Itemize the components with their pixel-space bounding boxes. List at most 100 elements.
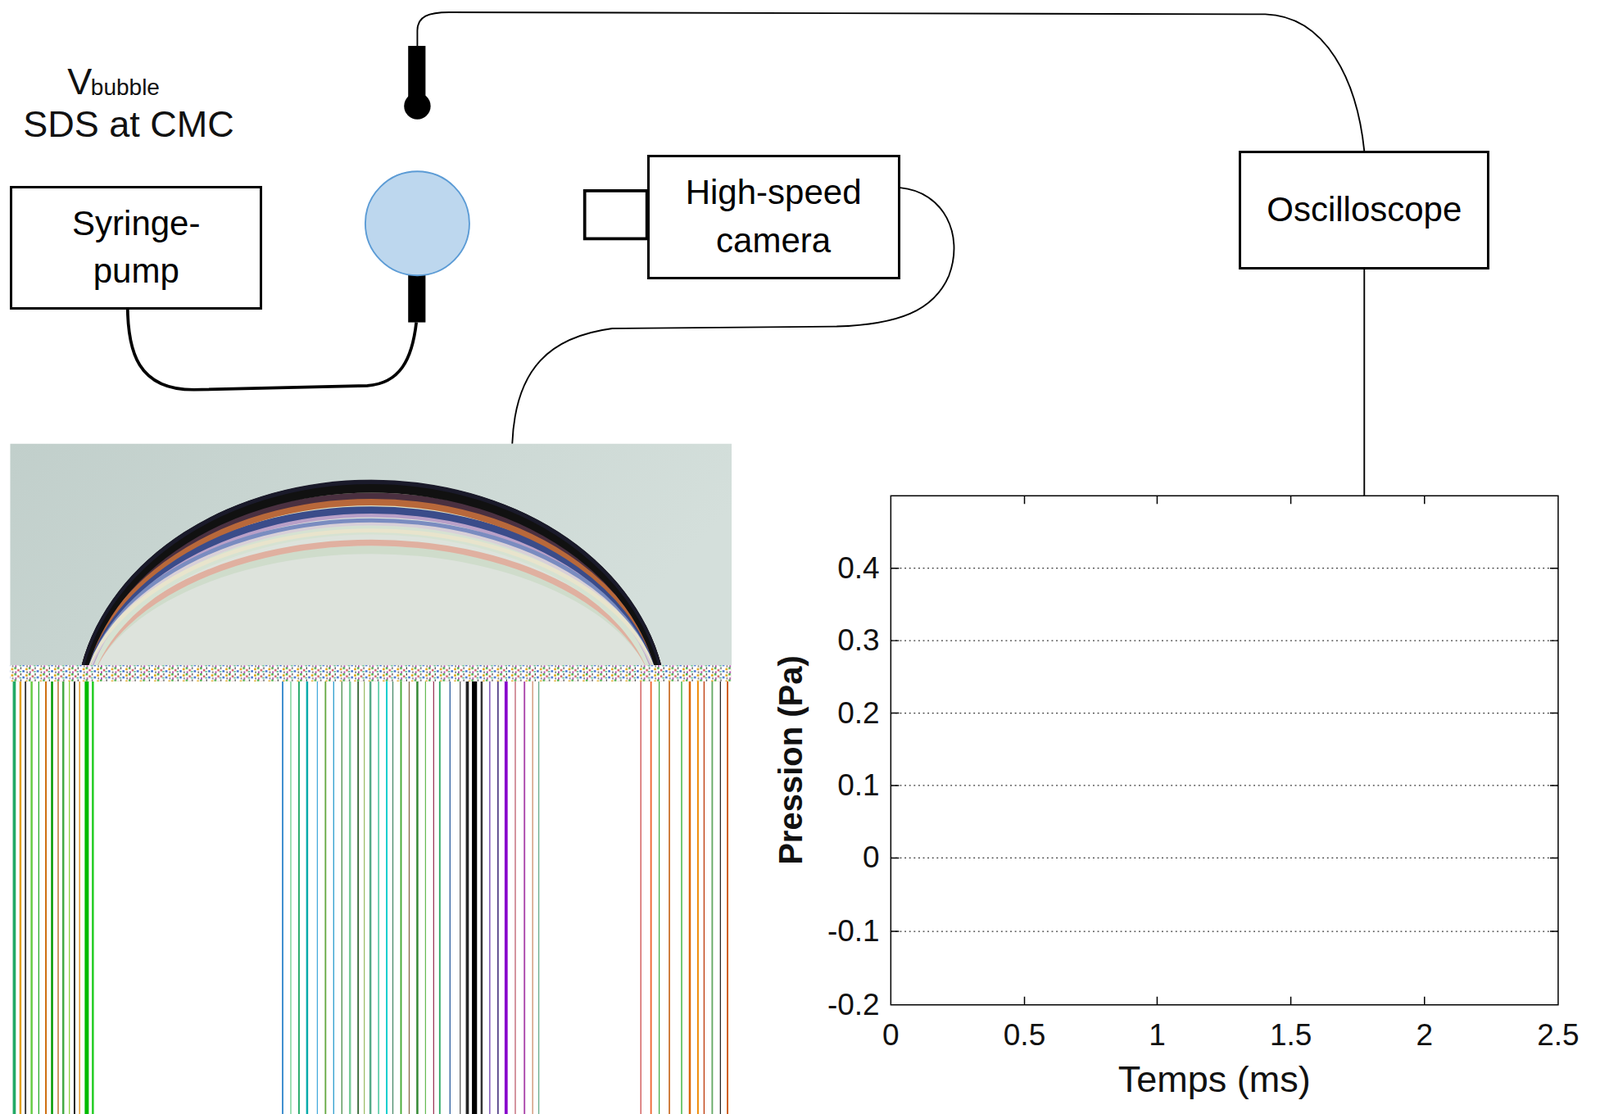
grid-line (890, 640, 1559, 642)
tick (1550, 568, 1559, 932)
noise-strip (9, 665, 732, 682)
axis-tick-label: 2.5 (1536, 1019, 1579, 1053)
scan-lines (13, 681, 728, 1114)
axis-tick-label: 0.3 (837, 624, 880, 658)
scan-line (703, 681, 705, 1114)
scan-line (459, 681, 461, 1114)
scan-line (720, 681, 721, 1114)
quantity-symbol: V (67, 61, 92, 103)
oscilloscope-cable (1363, 269, 1365, 496)
scan-line (523, 681, 526, 1114)
scan-line (466, 681, 470, 1114)
microphone-body (407, 45, 426, 101)
scan-line (363, 681, 365, 1114)
plot-frame (890, 495, 1559, 1005)
axis-tick-label: 0 (882, 1019, 900, 1053)
scan-line (449, 681, 451, 1114)
axis-tick-label: -0.1 (827, 915, 880, 949)
scan-line (298, 681, 300, 1114)
scan-line (369, 681, 372, 1114)
device-box: High-speed camera (647, 154, 901, 280)
scan-line (385, 681, 388, 1114)
scan-line (668, 681, 671, 1114)
scan-line (480, 681, 483, 1114)
axis-tick-label: 0.5 (1003, 1019, 1046, 1053)
scan-line (281, 681, 284, 1114)
scan-line (19, 681, 22, 1114)
scan-line (290, 681, 291, 1114)
scan-line (73, 681, 76, 1114)
box-label: Syringe- pump (58, 199, 214, 297)
solution-note: SDS at CMC (22, 104, 235, 146)
box-label: Oscilloscope (1266, 185, 1462, 235)
grid-line (890, 567, 1559, 569)
scan-line (688, 681, 691, 1114)
scan-line (489, 681, 490, 1114)
tube-wire (127, 303, 417, 390)
scan-line (306, 681, 309, 1114)
scan-line (697, 681, 699, 1114)
scan-line (640, 681, 642, 1114)
grid-line (890, 784, 1559, 786)
grid-line (890, 857, 1559, 859)
scan-line (433, 681, 435, 1114)
subscript: bubble (90, 75, 160, 101)
scan-line (91, 681, 94, 1114)
scan-line (400, 681, 403, 1114)
scan-line (497, 681, 499, 1114)
scan-line (408, 681, 410, 1114)
axis-tick-label: 1.5 (1269, 1019, 1312, 1053)
scan-line (79, 681, 81, 1114)
scan-line (68, 681, 70, 1114)
scan-line (57, 681, 59, 1114)
scan-line (349, 681, 351, 1114)
scan-line (324, 681, 327, 1114)
scan-line (45, 681, 47, 1114)
scan-line (341, 681, 343, 1114)
scan-line (726, 681, 729, 1114)
tick (1024, 495, 1425, 504)
scan-line (711, 681, 713, 1114)
scan-line (504, 681, 508, 1114)
tick (1024, 997, 1425, 1006)
axis-tick-label: 0.1 (837, 769, 880, 803)
axis-tick-label: -0.2 (827, 988, 880, 1023)
scan-line (38, 681, 40, 1114)
scan-line (416, 681, 418, 1114)
scan-line (471, 681, 477, 1114)
scan-line (377, 681, 379, 1114)
axis-tick-label: 1 (1148, 1019, 1166, 1053)
axis-tick-label: 0.4 (837, 551, 880, 585)
scan-line (538, 681, 540, 1114)
tick (890, 568, 899, 932)
needle (407, 271, 426, 322)
scan-line (680, 681, 682, 1114)
axis-tick-label: 0.2 (837, 696, 880, 730)
axis-tick-label: 0 (862, 841, 880, 875)
scan-line (24, 681, 27, 1114)
scan-line (650, 681, 653, 1114)
grid-line (890, 712, 1559, 714)
scan-line (317, 681, 318, 1114)
scan-line (439, 681, 441, 1114)
scan-line (392, 681, 394, 1114)
axis-title: Temps (ms) (1118, 1059, 1311, 1101)
plot-grid (890, 568, 1559, 932)
bubble (365, 171, 470, 276)
microphone-head (403, 92, 431, 119)
scan-line (357, 681, 359, 1114)
scan-line (658, 681, 660, 1114)
box-label: High-speed camera (666, 168, 880, 266)
scan-line (532, 681, 534, 1114)
corrupted-area (9, 681, 732, 1114)
scan-line (30, 681, 32, 1114)
scan-line (425, 681, 427, 1114)
device-box: Syringe- pump (9, 185, 263, 311)
scan-line (84, 681, 89, 1114)
scan-line (50, 681, 53, 1114)
microphone-cable (416, 12, 1365, 151)
scan-line (62, 681, 64, 1114)
axis-title: Pression (Pa) (772, 655, 809, 866)
